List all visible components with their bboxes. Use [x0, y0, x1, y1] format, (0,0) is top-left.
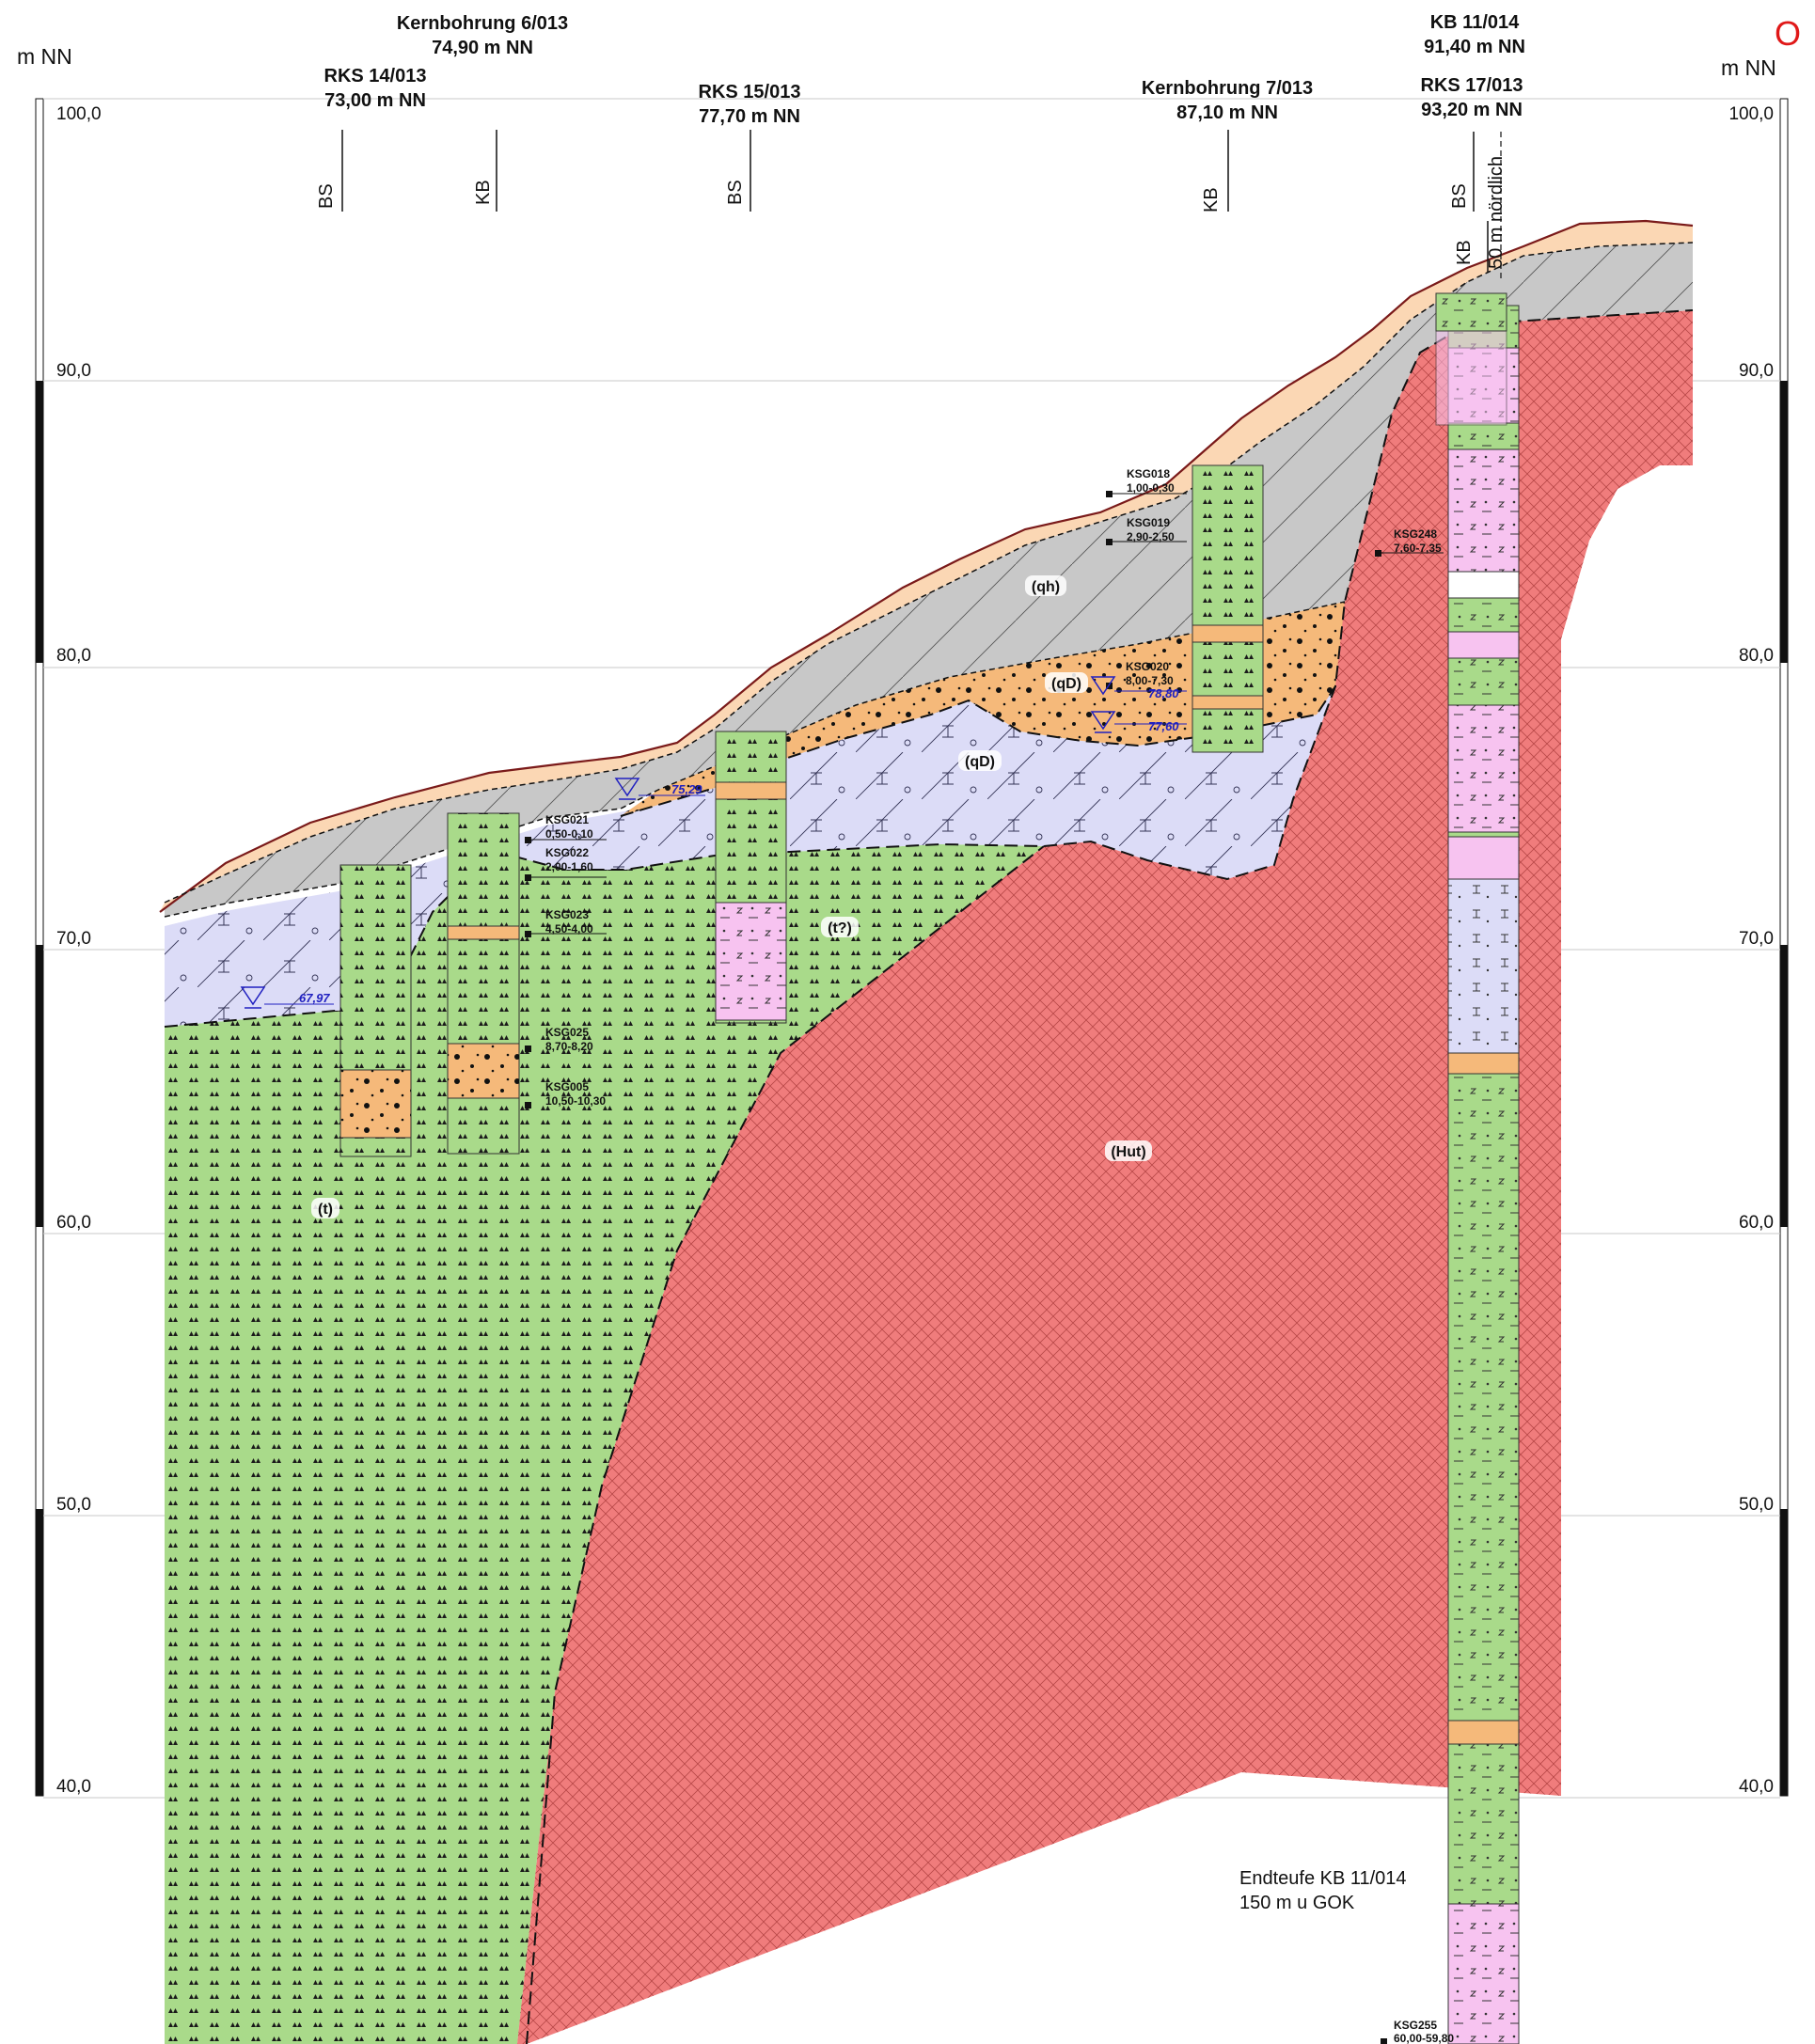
borehole-name: RKS 15/013	[699, 82, 801, 102]
groundwater-level: 75,29	[671, 782, 702, 796]
endteufe-note: Endteufe KB 11/014 150 m u GOK	[1239, 1868, 1407, 1913]
borehole-elevation: 74,90 m NN	[432, 38, 533, 58]
sample-depth: 7,60-7,35	[1394, 542, 1442, 555]
borehole-name: Kernbohrung 6/013	[397, 13, 568, 34]
sample-depth: 0,50-0,10	[545, 827, 593, 841]
unit-hut-hatch	[517, 310, 1693, 2044]
unit-label-t-uncertain: (t?)	[828, 920, 852, 936]
sample-id: KSG019	[1127, 516, 1170, 529]
left-axis-bar-segment	[36, 1509, 43, 1796]
left-axis-tick-labels: 100,0 90,0 80,0 70,0 60,0 50,0 40,0	[56, 104, 102, 1797]
tick-label-right: 90,0	[1739, 361, 1774, 381]
tick-label-right: 40,0	[1739, 1777, 1774, 1797]
endteufe-line-1: Endteufe KB 11/014	[1239, 1868, 1407, 1889]
tick-label-left: 70,0	[56, 929, 91, 949]
groundwater-lines	[264, 690, 1187, 1005]
unit-labels: (qh) (qD) (qD) (t?) (t) (Hut)	[311, 575, 1152, 1219]
borehole-name: RKS 14/013	[324, 66, 427, 86]
orientation-mark: O	[1775, 14, 1801, 53]
sample-depth: 4,50-4,00	[545, 922, 593, 936]
right-axis-bar-segment	[1780, 1509, 1788, 1796]
sample-depth: 8,70-8,20	[545, 1040, 593, 1053]
tick-label-left: 90,0	[56, 361, 91, 381]
borehole-type: BS	[316, 183, 337, 209]
sample-leaders	[531, 493, 1444, 935]
borehole-type: BS	[725, 180, 746, 205]
borehole-name: RKS 17/013	[1421, 75, 1523, 96]
sample-id: KSG005	[545, 1080, 589, 1093]
tick-label-right: 70,0	[1739, 929, 1774, 949]
borehole-name: Kernbohrung 7/013	[1142, 78, 1313, 99]
sample-depth: 2,00-1,60	[545, 860, 593, 873]
sample-id: KSG248	[1394, 527, 1437, 541]
sample-depth: 8,00-7,30	[1126, 674, 1174, 687]
tick-label-right: 100,0	[1728, 104, 1774, 124]
borehole-column-kb7	[1192, 464, 1264, 753]
axis-unit-left: m NN	[17, 44, 72, 69]
tick-label-left: 60,0	[56, 1213, 91, 1233]
right-axis-bar-segment	[1780, 381, 1788, 663]
borehole-column-rks15	[715, 731, 787, 1024]
unit-qd-lower-hatch	[165, 686, 1335, 1027]
borehole-elevation: 77,70 m NN	[699, 106, 800, 127]
groundwater-labels: 67,97 75,29 78,80 77,60	[299, 686, 1179, 1005]
groundwater-level: 67,97	[299, 991, 330, 1005]
borehole-column-rks14	[339, 864, 412, 1157]
sample-labels: KSG018 1,00-0,30 KSG019 2,90-2,50 KSG248…	[545, 467, 1454, 2044]
borehole-type-labels: BS KB BS KB BS KB 50 m nördlich	[316, 156, 1507, 269]
borehole-name: KB 11/014	[1430, 12, 1520, 33]
sample-depth: 10,50-10,30	[545, 1094, 606, 1108]
unit-label-qd-lower: (qD)	[965, 754, 995, 770]
sample-id: KSG020	[1126, 660, 1169, 673]
terrain-surface-line	[159, 219, 1694, 913]
tick-label-left: 50,0	[56, 1495, 91, 1515]
left-axis-bar-segment	[36, 945, 43, 1227]
borehole-elevation: 73,00 m NN	[324, 90, 426, 111]
borehole-elevation: 87,10 m NN	[1176, 102, 1278, 123]
unit-label-qd-upper: (qD)	[1051, 676, 1081, 692]
tick-label-left: 100,0	[56, 104, 102, 124]
sample-id: KSG021	[545, 813, 589, 826]
sample-depth: 2,90-2,50	[1127, 530, 1175, 543]
borehole-headers: Kernbohrung 6/013 74,90 m NN RKS 14/013 …	[324, 12, 1525, 127]
sample-id: KSG022	[545, 846, 589, 859]
groundwater-markers	[240, 676, 1116, 1009]
sample-id: KSG025	[545, 1026, 589, 1039]
tick-label-right: 60,0	[1739, 1213, 1774, 1233]
groundwater-level: 78,80	[1148, 686, 1179, 700]
unit-qh-hatch	[165, 243, 1693, 917]
borehole-type: KB	[1201, 187, 1222, 212]
tick-label-left: 40,0	[56, 1777, 91, 1797]
sample-id: KSG255	[1394, 2019, 1437, 2032]
borehole-elevation: 91,40 m NN	[1424, 37, 1525, 57]
borehole-type: BS	[1449, 183, 1470, 209]
right-axis-tick-labels: 100,0 90,0 80,0 70,0 60,0 50,0 40,0	[1728, 104, 1774, 1797]
borehole-type: KB	[1454, 240, 1475, 265]
axis-unit-right: m NN	[1721, 55, 1776, 80]
tick-label-left: 80,0	[56, 646, 91, 666]
sample-depth: 1,00-0,30	[1127, 481, 1175, 495]
unit-label-t: (t)	[318, 1202, 333, 1218]
sample-id: KSG018	[1127, 467, 1170, 480]
borehole-column-rks17	[1435, 292, 1507, 426]
tick-label-right: 50,0	[1739, 1495, 1774, 1515]
endteufe-line-2: 150 m u GOK	[1239, 1893, 1355, 1913]
sample-id: KSG023	[545, 908, 589, 921]
offset-note: 50 m nördlich	[1486, 156, 1507, 269]
borehole-markers	[341, 130, 1489, 273]
unit-topsoil	[160, 221, 1693, 912]
borehole-column-kb6	[447, 812, 520, 1155]
sample-depth: 60,00-59,80	[1394, 2032, 1454, 2044]
groundwater-level: 77,60	[1148, 719, 1179, 733]
unit-label-hut: (Hut)	[1111, 1144, 1145, 1160]
borehole-type: KB	[473, 180, 494, 205]
tick-label-right: 80,0	[1739, 646, 1774, 666]
unit-label-qh: (qh)	[1032, 579, 1060, 595]
right-axis-bar-segment	[1780, 945, 1788, 1227]
left-axis-bar-segment	[36, 381, 43, 663]
borehole-column-kb11	[1447, 305, 1520, 2044]
borehole-elevation: 93,20 m NN	[1421, 100, 1523, 120]
